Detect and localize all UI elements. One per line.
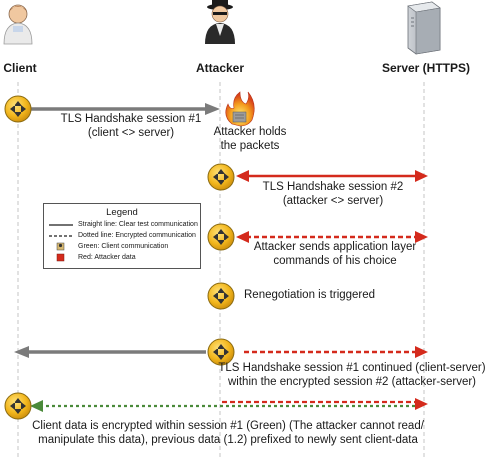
arrow-step3 — [236, 231, 428, 243]
step6-label: Client data is encrypted within session … — [8, 420, 448, 447]
attacker-holds-note: Attacker holds the packets — [200, 126, 300, 153]
arrow-step6 — [30, 398, 428, 412]
step2-label: TLS Handshake session #2 (attacker <> se… — [258, 181, 408, 208]
fire-icon — [225, 91, 255, 127]
attacker-swatch-icon — [56, 253, 65, 262]
server-tower-icon — [407, 1, 441, 55]
legend-title: Legend — [106, 207, 138, 218]
node-attacker-step5 — [207, 338, 235, 366]
step4-line1: Renegotiation is triggered — [244, 289, 376, 301]
arrow-step5 — [14, 346, 428, 358]
legend-red-text: Red: Attacker data — [78, 254, 136, 261]
node-client-step6 — [4, 392, 32, 420]
arrow-step1 — [30, 103, 220, 115]
legend-green-text: Green: Client communication — [78, 243, 169, 250]
node-attacker-step4 — [207, 282, 235, 310]
step5-label: TLS Handshake session #1 continued (clie… — [212, 362, 492, 389]
legend-dotted-text: Dotted line: Encrypted communication — [78, 232, 196, 239]
attacker-holds-line2: the packets — [220, 139, 280, 152]
step2-line1: TLS Handshake session #2 — [262, 181, 404, 193]
node-attacker-step3 — [207, 223, 235, 251]
attacker-spy-icon — [205, 0, 235, 44]
node-client-step1 — [4, 95, 32, 123]
attacker-actor-label: Attacker — [195, 61, 245, 75]
step4-label: Renegotiation is triggered — [244, 289, 389, 303]
step3-line2: commands of his choice — [273, 254, 397, 267]
step6-line2: manipulate this data), previous data (1.… — [38, 433, 418, 446]
nodes — [4, 95, 235, 420]
client-actor-label: Client — [3, 61, 37, 75]
step5-line1: TLS Handshake session #1 continued (clie… — [218, 362, 486, 374]
server-actor-label: Server (HTTPS) — [381, 61, 471, 75]
dashed-line-icon — [49, 235, 73, 237]
step5-line2: within the encrypted session #2 (attacke… — [228, 375, 476, 388]
step3-line1: Attacker sends application layer — [253, 241, 417, 253]
legend-box: Legend Straight line: Clear test communi… — [43, 203, 201, 269]
solid-line-icon — [49, 224, 73, 226]
step6-line1: Client data is encrypted within session … — [32, 420, 424, 432]
attacker-holds-line1: Attacker holds — [213, 126, 287, 138]
step1-line1: TLS Handshake session #1 — [60, 113, 202, 125]
arrow-step2 — [236, 170, 428, 182]
client-person-icon — [3, 4, 33, 45]
step1-line2: (client <> server) — [87, 126, 175, 139]
step2-line2: (attacker <> server) — [282, 194, 384, 207]
node-attacker-step2 — [207, 163, 235, 191]
legend-straight-text: Straight line: Clear test communication — [78, 221, 198, 228]
client-swatch-icon — [56, 242, 65, 251]
message-arrows — [14, 103, 428, 412]
step3-label: Attacker sends application layer command… — [240, 241, 430, 268]
step1-label: TLS Handshake session #1 (client <> serv… — [56, 113, 206, 140]
